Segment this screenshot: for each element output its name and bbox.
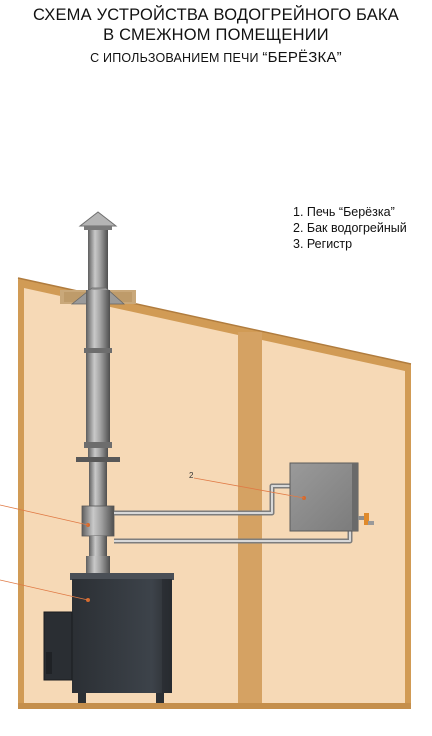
chimney-section-2 [86,290,110,350]
chimney-section-4 [88,448,108,458]
chimney-section-6 [89,536,107,556]
chimney-section-5 [89,462,107,506]
water-tank-body [289,462,359,532]
chimney-section-3 [86,353,110,445]
water-tank [289,462,374,532]
stove-door-handle [46,652,52,674]
diagram-title-line2: В СМЕЖНОМ ПОМЕЩЕНИИ [103,26,329,44]
stove-foot-right [156,693,164,703]
chimney [70,211,126,574]
legend-item-register: 3. Регистр [293,237,353,251]
cold-water-pipe-highlight [114,528,351,542]
chimney-flange [76,457,120,462]
tap-spout [358,516,366,520]
diagram-title-line1: СХЕМА УСТРОЙСТВА ВОДОГРЕЙНОГО БАКА [33,6,399,24]
stove-body-edge [162,579,172,693]
partition-post [238,332,262,708]
leader-line-tank [193,477,305,499]
leader-line-register [0,504,89,526]
chimney-cap-icon [78,211,118,227]
leader-line-stove [0,579,89,601]
chimney-cap-rim [84,226,112,230]
water-tank-shadow [352,463,358,531]
chimney-base [86,556,110,574]
stove-body [72,579,172,693]
floor-beam [18,703,411,709]
water-pipes [114,483,353,544]
chimney-joint-2 [84,442,112,448]
heat-exchanger-register [81,505,115,537]
subtitle-stove-name: “БЕРЁЗКА” [262,49,342,66]
tap-outlet [368,521,374,525]
hot-water-pipe-highlight [114,485,290,514]
stove [43,523,174,703]
stove-top-plate [70,573,174,580]
callout-label-tank: 2 [189,471,194,480]
legend-item-stove: 1. Печь “Берёзка” [293,205,395,219]
leader-lines [0,477,305,601]
stove-foot-left [78,693,86,703]
chimney-joint-1 [84,348,112,353]
chimney-top-section [88,230,108,290]
tap-icon [364,513,369,525]
diagram-subtitle: С ИПОЛЬЗОВАНИЕМ ПЕЧИ “БЕРЁЗКА” [0,49,432,66]
legend-item-tank: 2. Бак водогрейный [293,221,407,235]
subtitle-prefix: С ИПОЛЬЗОВАНИЕМ ПЕЧИ [90,51,263,65]
